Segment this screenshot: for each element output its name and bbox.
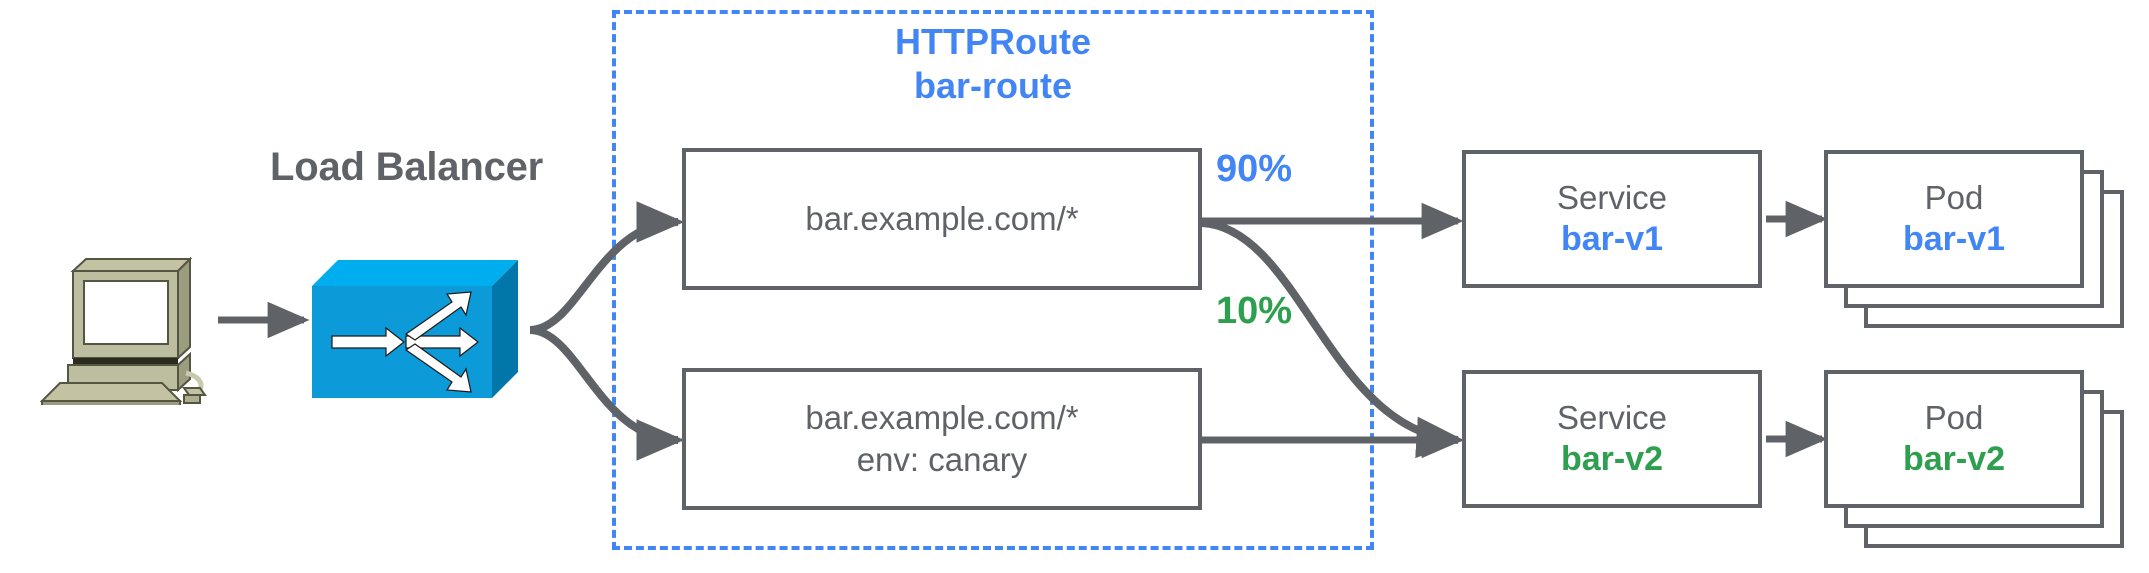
route-rule-canary-box[interactable]: bar.example.com/* env: canary [682, 368, 1202, 510]
edge-lb-to-rule-canary [529, 326, 685, 461]
load-balancer-switch-icon [300, 250, 530, 410]
pod-bar-v2-kind: Pod [1924, 398, 1984, 436]
weight-label-90: 90% [1216, 148, 1293, 190]
service-bar-v1-box[interactable]: Service bar-v1 [1462, 150, 1762, 288]
pod-bar-v1-kind: Pod [1924, 178, 1984, 216]
pod-bar-v2-name: bar-v2 [1902, 440, 2006, 479]
pod-bar-v1-name: bar-v1 [1902, 220, 2006, 259]
pod-bar-v2-stack[interactable]: Pod bar-v2 [1824, 370, 2124, 550]
service-bar-v1-kind: Service [1556, 178, 1668, 216]
service-bar-v2-kind: Service [1556, 398, 1668, 436]
httproute-name-label: bar-route [913, 64, 1072, 106]
httproute-title-block: HTTPRoute bar-route [612, 20, 1374, 108]
service-bar-v2-name: bar-v2 [1560, 440, 1664, 479]
pod-bar-v1-stack[interactable]: Pod bar-v1 [1824, 150, 2124, 330]
httproute-kind-label: HTTPRoute [895, 21, 1091, 62]
weight-label-10: 10% [1216, 290, 1293, 332]
route-rule-canary-line-2: env: canary [856, 441, 1028, 478]
service-bar-v2-box[interactable]: Service bar-v2 [1462, 370, 1762, 508]
service-bar-v1-name: bar-v1 [1560, 220, 1664, 259]
route-rule-canary-line-1: bar.example.com/* [805, 399, 1079, 437]
pod-bar-v1-replica-1[interactable]: Pod bar-v1 [1824, 150, 2084, 288]
route-rule-primary-box[interactable]: bar.example.com/* [682, 148, 1202, 290]
edge-lb-to-rule-primary [529, 201, 685, 334]
route-rule-primary-line-1: bar.example.com/* [805, 200, 1079, 238]
load-balancer-label: Load Balancer [270, 145, 544, 189]
pod-bar-v2-replica-1[interactable]: Pod bar-v2 [1824, 370, 2084, 508]
desktop-computer-icon [39, 255, 210, 408]
